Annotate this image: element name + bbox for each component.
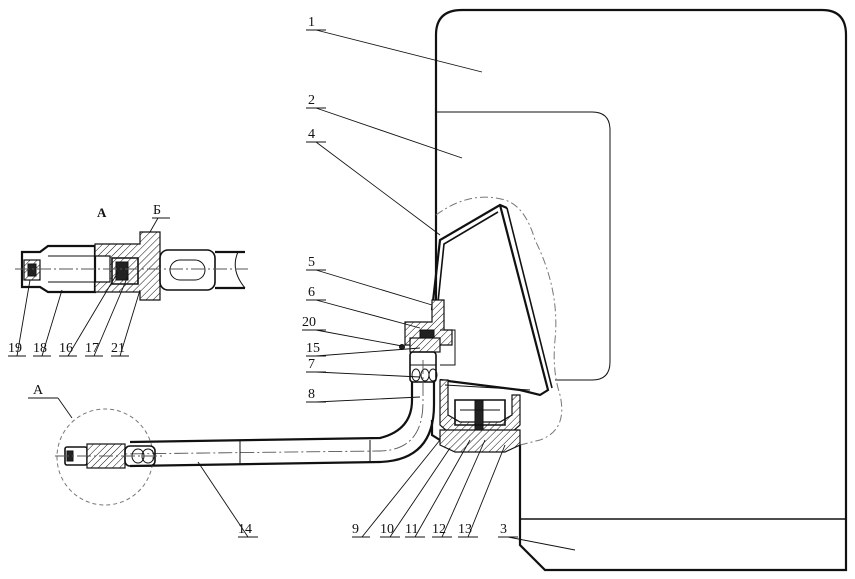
label-17: 17 — [85, 341, 99, 356]
fitting — [409, 351, 438, 383]
bracket-assembly — [399, 299, 456, 366]
end-fitting-small — [55, 443, 165, 469]
label-11: 11 — [405, 522, 418, 537]
label-2: 2 — [308, 93, 315, 108]
label-8: 8 — [308, 387, 315, 402]
label-16: 16 — [59, 341, 73, 356]
detail-view-title: А — [97, 205, 107, 220]
drain-valve — [430, 379, 531, 453]
label-9: 9 — [352, 522, 359, 537]
label-6: 6 — [308, 285, 315, 300]
label-5: 5 — [308, 255, 315, 270]
label-14: 14 — [238, 522, 252, 537]
callout-a-label: А — [33, 383, 44, 398]
label-12: 12 — [432, 522, 446, 537]
label-3: 3 — [500, 522, 507, 537]
detail-callout: А — [28, 383, 154, 506]
label-18: 18 — [33, 341, 47, 356]
label-13: 13 — [458, 522, 472, 537]
label-4: 4 — [308, 127, 315, 142]
detail-view-a: А Б — [15, 203, 248, 301]
tank-body — [434, 8, 848, 572]
label-7: 7 — [308, 357, 315, 372]
label-1: 1 — [308, 15, 315, 30]
label-15: 15 — [306, 341, 320, 356]
filter-housing — [430, 203, 553, 397]
callout-labels: 1 2 4 5 6 20 15 7 8 9 — [8, 15, 576, 551]
label-19: 19 — [8, 341, 22, 356]
label-21: 21 — [111, 341, 125, 356]
label-20: 20 — [302, 315, 316, 330]
section-mark-label: Б — [153, 203, 161, 218]
label-10: 10 — [380, 522, 394, 537]
hose-pipe — [119, 360, 436, 468]
